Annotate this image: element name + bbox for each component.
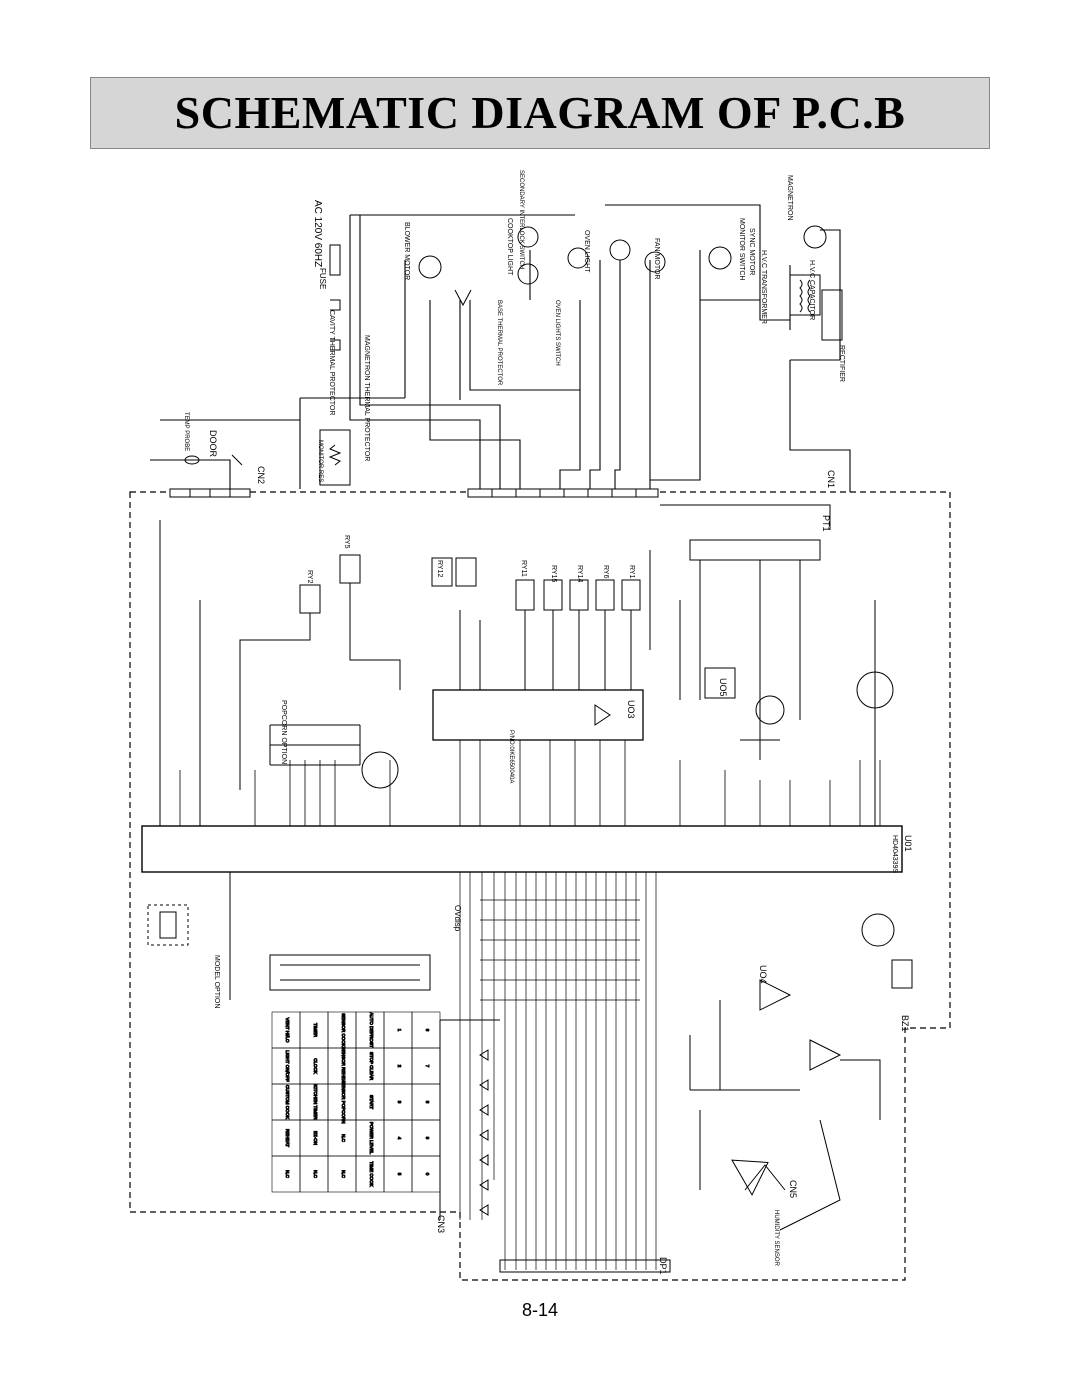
label-popcorn-option: POPCORN OPTION <box>280 700 287 764</box>
keypad-key-label: 9 <box>425 1137 430 1140</box>
keypad-key-label: 1 <box>397 1029 402 1032</box>
keypad-key-label: EZ-ON <box>313 1131 318 1145</box>
cn2-connector <box>169 488 251 498</box>
label-relay-11: RY11 <box>520 560 527 577</box>
relay-driver-wiring <box>239 583 632 700</box>
keypad-key-label: CLOCK <box>313 1058 318 1074</box>
label-blower-motor: BLOWER MOTOR <box>403 222 410 280</box>
label-oven-light: OVEN LIGHT <box>583 230 590 273</box>
keypad-key-label: POWER LEVEL <box>369 1122 374 1155</box>
page-title: SCHEMATIC DIAGRAM OF P.C.B <box>174 87 906 138</box>
label-relay-1: RY1 <box>628 565 635 579</box>
label-oven-lights-switch: OVEN LIGHTS SWITCH <box>554 300 560 366</box>
keypad-key-label: 7 <box>425 1065 430 1068</box>
keypad-key-label: 8 <box>425 1101 430 1104</box>
display-bus <box>459 872 657 1270</box>
label-model-option: MODEL OPTION <box>213 955 220 1008</box>
keypad-key-label: N.C <box>285 1170 290 1179</box>
label-uo3: UO3 <box>626 700 636 719</box>
label-relay-6: RY6 <box>602 565 609 579</box>
label-pt1: PT1 <box>821 515 831 532</box>
relay-bank <box>299 554 641 614</box>
label-cn5: CN5 <box>788 1180 798 1198</box>
label-relay-5: RY5 <box>343 535 350 549</box>
label-monitor-res: MONITOR RES. <box>317 440 323 484</box>
hv-transformer <box>789 274 843 341</box>
label-secondary-interlock: SECONDARY INTERLOCK SWITCH <box>518 170 524 269</box>
keypad-matrix: VENT HI/LO LIGHT ON/OFF CUSTOM COOK REHEAT N… <box>271 1011 441 1193</box>
label-temp-probe: TEMP PROBE <box>183 412 189 451</box>
keypad-key-label: TIME COOK <box>369 1161 374 1186</box>
u01-mcu <box>141 825 903 873</box>
keypad-key-label: N.C <box>341 1134 346 1143</box>
protection-components <box>184 244 472 486</box>
keypad-key-label: SENSOR POPCORN <box>341 1080 346 1123</box>
keypad-key-label: LIGHT ON/OFF <box>285 1050 290 1082</box>
keypad-key-label: TIMER <box>313 1023 318 1038</box>
label-bz1: BZ1 <box>900 1015 910 1032</box>
keypad-key-label: STOP CLEAR <box>369 1052 374 1081</box>
label-door: DOOR <box>208 430 218 458</box>
label-humidity-sensor: HUMIDITY SENSOR <box>773 1210 779 1267</box>
label-u01-part: HD404339S <box>891 835 898 873</box>
keypad-key-label: SENSOR COOK <box>341 1013 346 1047</box>
label-ovdisp: OVdisp <box>453 905 462 932</box>
mcu-pins <box>179 740 881 826</box>
label-uo5: UO5 <box>718 678 728 697</box>
cn1-connector <box>467 488 659 498</box>
label-fuse: FUSE <box>318 268 327 289</box>
label-uo3-part: P/NO:0IKE650040A <box>508 730 514 783</box>
keypad-key-label: REHEAT <box>285 1129 290 1147</box>
label-cavity-thermal: CAVITY THERMAL PROTECTOR <box>328 310 335 415</box>
keypad-key-label: 3 <box>397 1101 402 1104</box>
keypad-key-label: 2 <box>397 1065 402 1068</box>
label-hv-transformer: H.V.C TRANSFORMER <box>760 250 767 324</box>
dp1-display <box>499 1259 671 1273</box>
oscillator <box>147 872 431 1000</box>
label-ac-supply: AC 120V 60HZ <box>312 200 323 267</box>
keypad-key-label: 6 <box>425 1029 430 1032</box>
label-rectifier: RECTIFIER <box>838 345 845 382</box>
keypad-key-label: START <box>369 1095 374 1110</box>
buzzer-opamp <box>689 913 913 1231</box>
label-relay-15: RY15 <box>550 565 557 582</box>
keypad-key-label: AUTO DEFROST <box>369 1012 374 1047</box>
mains-wiring <box>150 204 851 492</box>
label-magnetron: MAGNETRON <box>786 175 793 221</box>
label-base-thermal: BASE THERMAL PROTECTOR <box>496 300 502 386</box>
page-number: 8-14 <box>521 1300 559 1320</box>
label-hv-capacitor: H.V.C CAPACITOR <box>808 260 815 320</box>
pcb-boundary <box>129 491 951 1281</box>
uo3-ic <box>432 689 644 741</box>
label-relay-14: RY14 <box>576 565 583 582</box>
label-sync-motor: SYNC MOTOR <box>748 228 755 275</box>
keypad-key-label: VENT HI/LO <box>285 1018 290 1043</box>
keypad-key-label: 5 <box>397 1173 402 1176</box>
label-u01: U01 <box>903 835 913 852</box>
keypad-key-label: N.C <box>341 1170 346 1179</box>
keypad-key-label: 4 <box>397 1137 402 1140</box>
label-relay-2: RY2 <box>306 570 313 584</box>
label-cn1: CN1 <box>826 470 836 488</box>
label-cooktop-light: COOKTOP LIGHT <box>506 218 513 276</box>
label-relay-12: RY12 <box>436 560 443 577</box>
keypad-key-label: SENSOR REHEAT <box>341 1047 346 1085</box>
keypad-cell <box>411 1155 441 1193</box>
label-cn2: CN2 <box>256 466 266 484</box>
power-supply <box>361 504 894 826</box>
option-network <box>159 520 361 826</box>
label-uo4: UO4 <box>758 965 768 984</box>
keypad-key-label: 0 <box>425 1173 430 1176</box>
keypad-key-label: N.C <box>313 1170 318 1179</box>
motor-symbols <box>418 225 827 285</box>
label-magnetron-thermal: MAGNETRON THERMAL PROTECTOR <box>363 335 370 461</box>
title-banner: SCHEMATIC DIAGRAM OF P.C.B <box>90 77 990 149</box>
keypad-key-label: KITCHEN TIMER <box>313 1085 318 1121</box>
label-dp1: DP1 <box>658 1257 668 1275</box>
label-monitor-switch: MONITOR SWITCH <box>738 218 745 280</box>
label-cn3: CN3 <box>436 1215 446 1233</box>
label-fan-motor: FAN MOTOR <box>653 238 660 279</box>
keypad-key-label: CUSTOM COOK <box>285 1085 290 1119</box>
